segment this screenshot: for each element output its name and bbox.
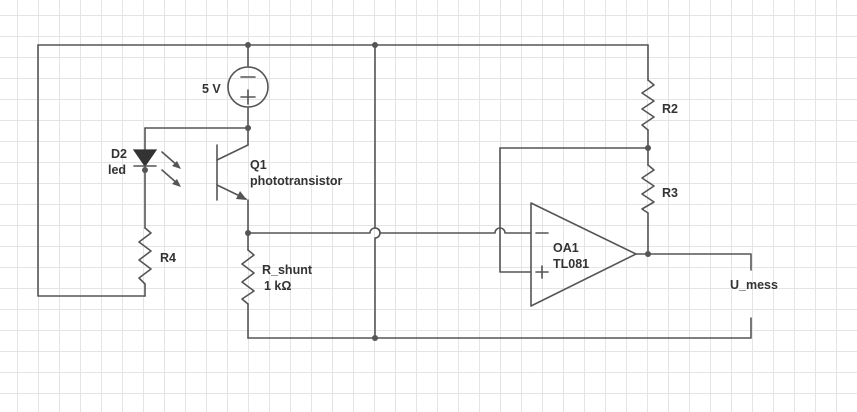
junction-top-source bbox=[245, 42, 251, 48]
plus-sign-icon bbox=[535, 265, 549, 279]
wire-bottom-rail bbox=[247, 317, 752, 339]
resistor-r-shunt: R_shunt 1 kΩ bbox=[241, 249, 313, 305]
phototransistor-q1: Q1 phototransistor bbox=[216, 144, 342, 201]
output-terminal: U_mess bbox=[730, 278, 778, 292]
opamp-model-label: TL081 bbox=[553, 257, 589, 271]
resistor-r4: R4 bbox=[138, 227, 176, 285]
resistor-r3: R3 bbox=[641, 164, 678, 214]
wire-left-loop bbox=[37, 44, 146, 297]
output-label: U_mess bbox=[730, 278, 778, 292]
wire-middle-vertical bbox=[374, 44, 381, 339]
wire-signal-to-minus bbox=[247, 227, 532, 234]
led-name-label: D2 bbox=[111, 147, 127, 161]
resistor-r2: R2 bbox=[641, 79, 678, 131]
transistor-type-label: phototransistor bbox=[250, 174, 342, 188]
r4-label: R4 bbox=[160, 251, 176, 265]
led-triangle-icon bbox=[132, 149, 158, 168]
opamp-oa1: OA1 TL081 bbox=[530, 202, 637, 307]
led-type-label: led bbox=[108, 163, 126, 177]
source-value-label: 5 V bbox=[202, 82, 221, 96]
wires bbox=[37, 44, 752, 339]
junction-output bbox=[645, 251, 651, 257]
junction-shunt bbox=[245, 230, 251, 236]
r3-label: R3 bbox=[662, 186, 678, 200]
transistor-name-label: Q1 bbox=[250, 158, 267, 172]
r2-label: R2 bbox=[662, 102, 678, 116]
wire-plus-feedback bbox=[499, 147, 532, 273]
opamp-name-label: OA1 bbox=[553, 241, 579, 255]
wire-output bbox=[635, 253, 752, 271]
junction-top-middle bbox=[372, 42, 378, 48]
junction-collector bbox=[245, 125, 251, 131]
junctions bbox=[142, 42, 651, 341]
r-shunt-value-label: 1 kΩ bbox=[264, 279, 291, 293]
junction-bottom-middle bbox=[372, 335, 378, 341]
led-d2: D2 led bbox=[108, 147, 181, 187]
light-arrows-icon bbox=[161, 151, 181, 187]
voltage-source: 5 V bbox=[202, 66, 269, 108]
r-shunt-name-label: R_shunt bbox=[262, 263, 313, 277]
junction-led-cathode bbox=[142, 167, 148, 173]
junction-feedback bbox=[645, 145, 651, 151]
